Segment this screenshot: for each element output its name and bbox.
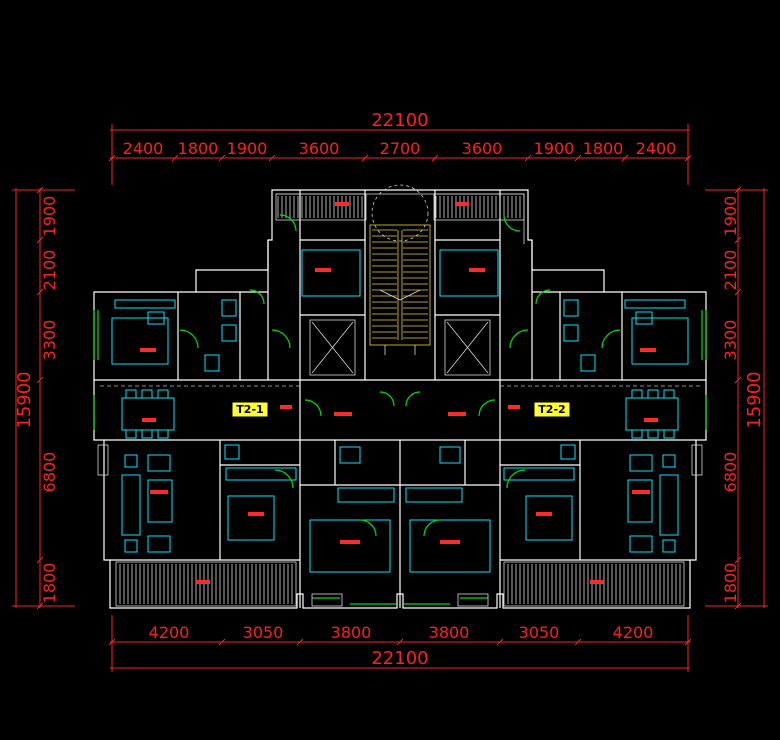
dimension-tick [268,154,276,162]
right-dimensions: 15900 1900 2100 3300 6800 1800 [705,186,768,610]
dimension-tick [684,154,692,162]
unit-tag-left-box [231,401,269,418]
dimension-tick [734,288,742,296]
dimension-tick [36,602,44,610]
furniture [111,249,689,573]
unit-tag-t2-1: T2-1 [236,403,263,416]
dimension-tick [36,556,44,564]
dimension-tick [734,236,742,244]
dimension-tick [36,186,44,194]
unit-tag-t2-2: T2-2 [538,403,565,416]
dimension-tick [36,288,44,296]
top-dim-9: 2400 [636,139,677,158]
bottom-dim-5: 3050 [519,623,560,642]
bottom-dimensions: 4200 3050 3800 3800 3050 4200 22100 [108,615,692,672]
dimension-tick [218,638,226,646]
dimension-tick [431,154,439,162]
left-dim-2: 2100 [40,250,59,291]
dimension-tick [36,236,44,244]
dimension-tick [734,376,742,384]
dimension-tick [574,154,582,162]
top-dim-8: 1800 [583,139,624,158]
top-dim-1: 2400 [123,139,164,158]
left-dim-5: 1800 [40,563,59,604]
stairwell [311,184,489,374]
left-dim-4: 6800 [40,452,59,493]
bottom-dim-6: 4200 [613,623,654,642]
right-dim-1: 1900 [721,196,740,237]
room-label-marks [140,202,658,584]
top-dim-3: 1900 [227,139,268,158]
dimension-tick [734,602,742,610]
dimension-tick [734,556,742,564]
dimension-tick [684,638,692,646]
dimension-tick [574,638,582,646]
dimension-tick [734,186,742,194]
door-swings [179,214,621,537]
dimension-tick [621,154,629,162]
bottom-dim-1: 4200 [149,623,190,642]
dimension-tick [108,638,116,646]
unit-tag-right-box [533,401,571,418]
dimension-tick [396,638,404,646]
left-dimensions: 15900 1900 2100 3300 6800 1800 [12,186,75,610]
dimension-tick [171,154,179,162]
top-dim-7: 1900 [534,139,575,158]
bottom-dim-2: 3050 [243,623,284,642]
dimension-tick [108,154,116,162]
right-dim-5: 1800 [721,563,740,604]
bottom-total-dimension: 22100 [371,648,428,669]
dimension-tick [218,154,226,162]
dimension-tick [36,376,44,384]
top-dim-5: 2700 [380,139,421,158]
left-dim-1: 1900 [40,196,59,237]
dimension-tick [296,638,304,646]
bottom-dim-4: 3800 [429,623,470,642]
top-dim-2: 1800 [178,139,219,158]
dimension-tick [496,638,504,646]
left-dim-3: 3300 [40,320,59,361]
top-dim-6: 3600 [462,139,503,158]
right-total-dimension: 15900 [744,371,765,428]
top-total-dimension: 22100 [371,110,428,131]
building-walls [93,189,707,609]
right-dim-4: 6800 [721,452,740,493]
left-total-dimension: 15900 [14,371,35,428]
bottom-dim-3: 3800 [331,623,372,642]
dimension-tick [524,154,532,162]
right-dim-3: 3300 [721,320,740,361]
right-dim-2: 2100 [721,250,740,291]
top-dimensions: 22100 2400 1800 1900 3600 2700 3600 1900… [108,110,692,185]
top-dim-4: 3600 [299,139,340,158]
unit-tags: T2-1 T2-2 [231,401,571,418]
dimension-tick [361,154,369,162]
